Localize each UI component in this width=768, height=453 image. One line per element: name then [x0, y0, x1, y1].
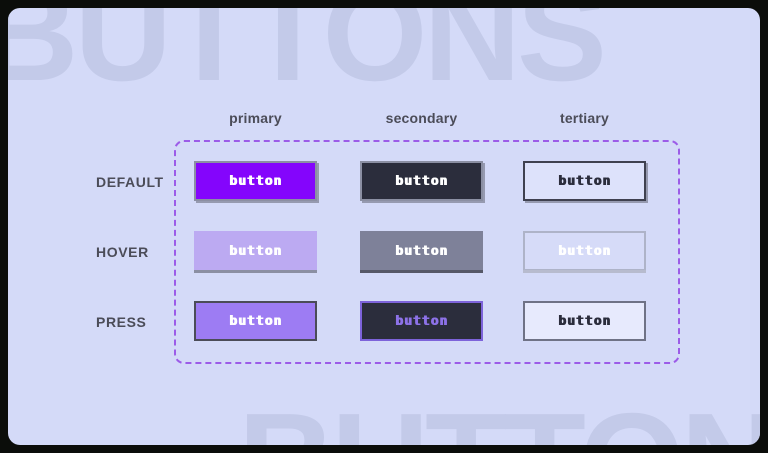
hover-underline — [360, 270, 483, 273]
button-label: button — [395, 313, 448, 329]
button-tertiary-press[interactable]: button — [523, 301, 646, 341]
buttons-style-card: BUTTONS BUTTONS primary secondary tertia… — [8, 8, 760, 445]
button-label: button — [395, 243, 448, 259]
row-label-press: PRESS — [96, 314, 147, 330]
hover-underline — [523, 270, 646, 273]
watermark-bottom: BUTTONS — [238, 393, 760, 445]
hover-underline — [194, 270, 317, 273]
button-label: button — [229, 243, 282, 259]
row-label-default: DEFAULT — [96, 174, 164, 190]
button-secondary-press[interactable]: button — [360, 301, 483, 341]
button-label: button — [558, 173, 611, 189]
column-header-tertiary: tertiary — [559, 110, 610, 126]
row-label-hover: HOVER — [96, 244, 149, 260]
column-header-primary: primary — [229, 110, 282, 126]
button-primary-press[interactable]: button — [194, 301, 317, 341]
button-label: button — [229, 313, 282, 329]
button-label: button — [395, 173, 448, 189]
button-primary-hover[interactable]: button — [194, 231, 317, 273]
column-header-secondary: secondary — [385, 110, 458, 126]
button-primary-default[interactable]: button — [194, 161, 317, 201]
button-secondary-hover[interactable]: button — [360, 231, 483, 273]
button-label: button — [558, 313, 611, 329]
button-tertiary-hover[interactable]: button — [523, 231, 646, 273]
button-label: button — [558, 243, 611, 259]
button-label: button — [229, 173, 282, 189]
states-container — [174, 140, 680, 364]
button-secondary-default[interactable]: button — [360, 161, 483, 201]
button-tertiary-default[interactable]: button — [523, 161, 646, 201]
watermark-top: BUTTONS — [8, 8, 607, 109]
